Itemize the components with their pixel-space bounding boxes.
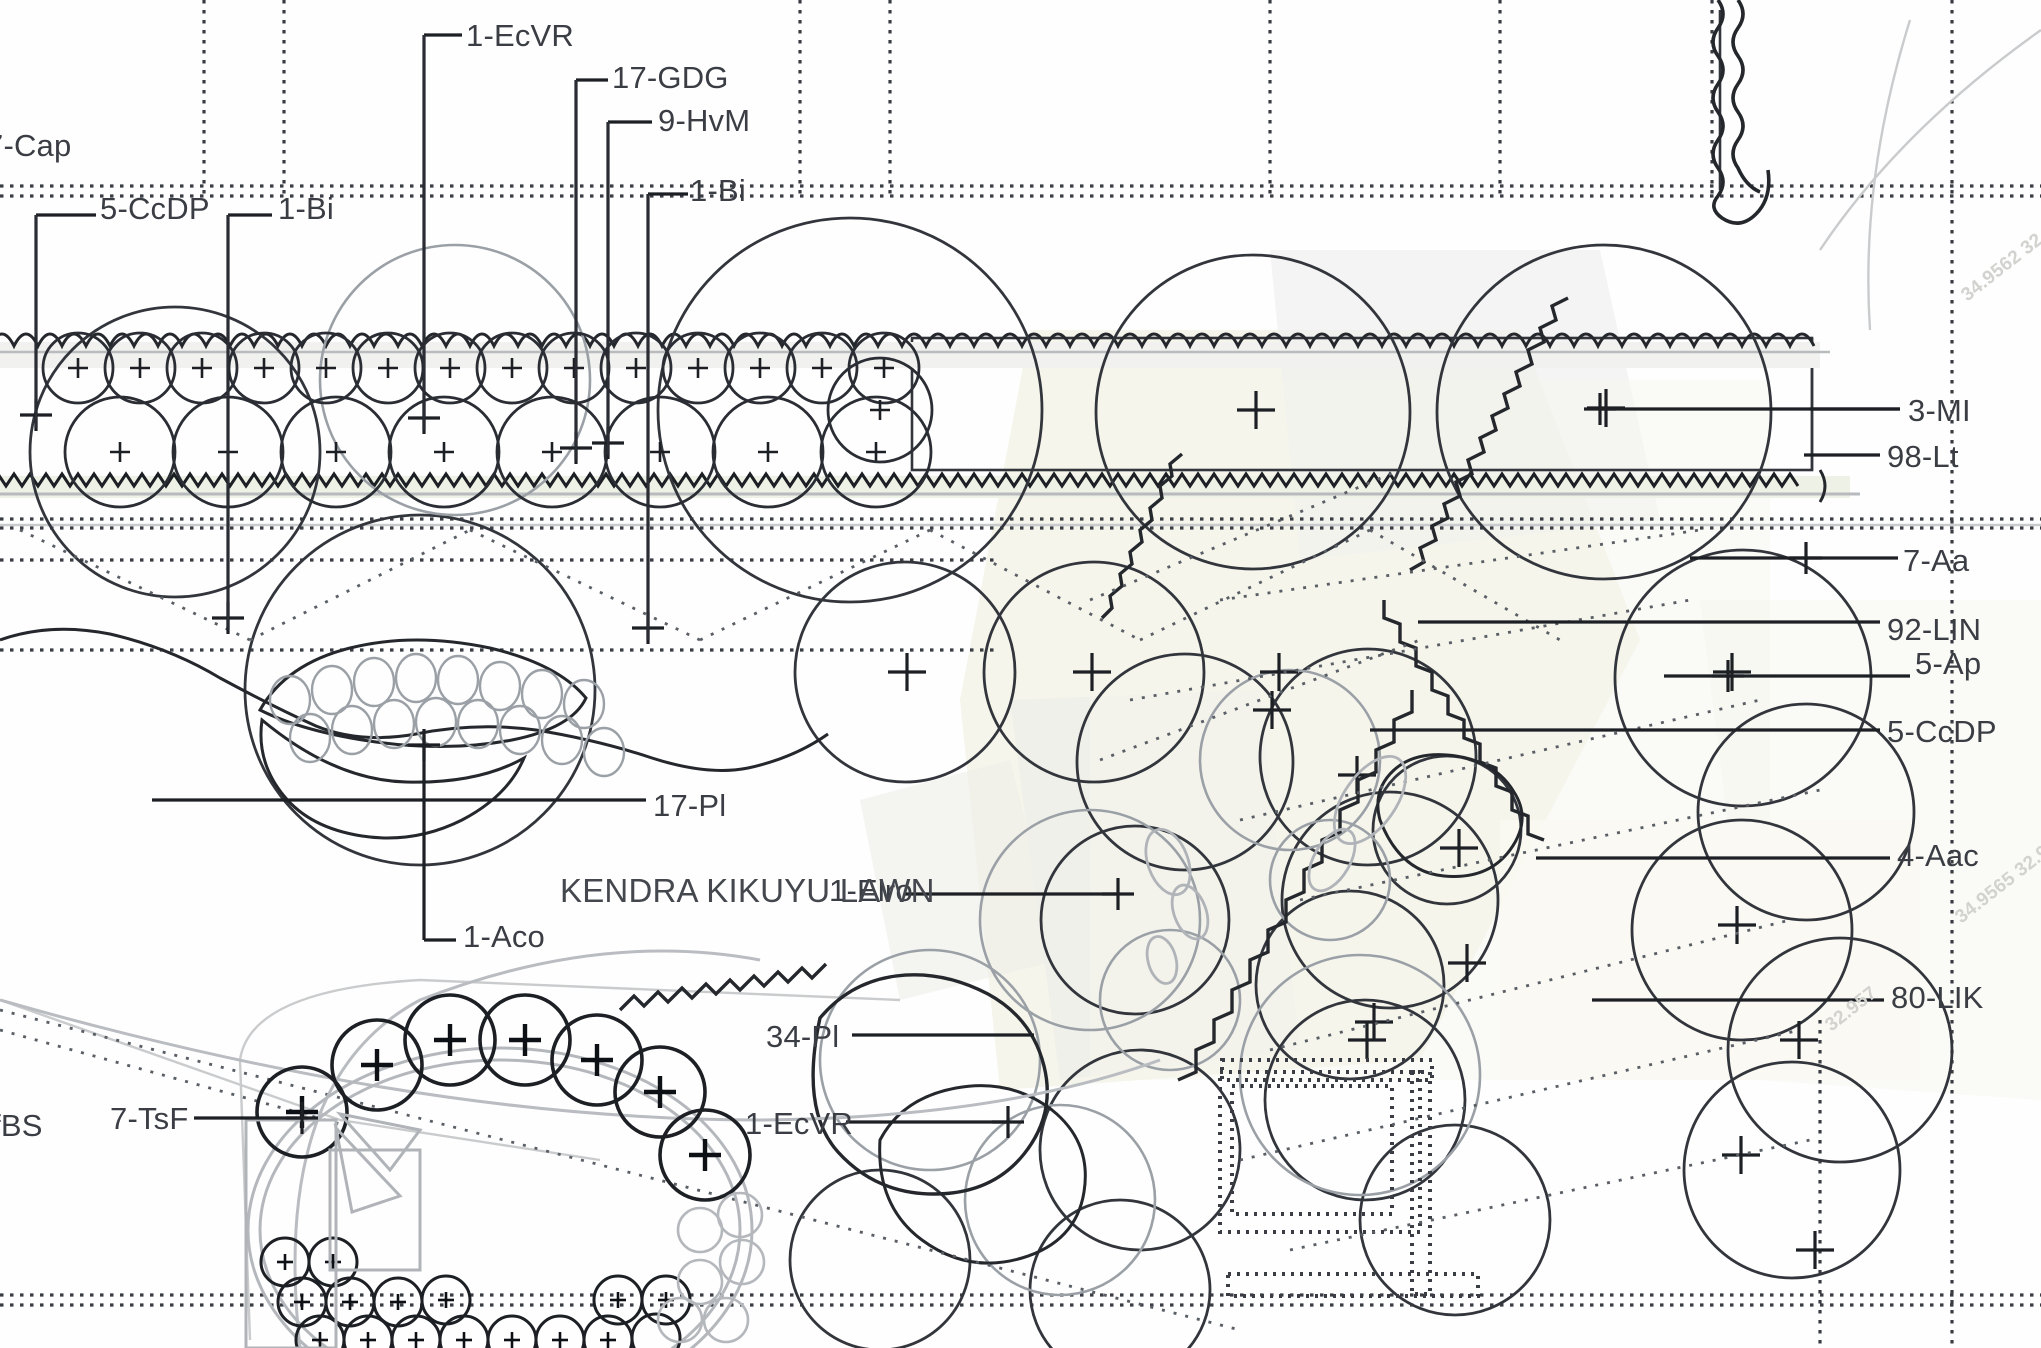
shrub-symbol-cluster-left <box>826 356 934 464</box>
plant-label-17-pl: 17-Pl <box>653 788 727 823</box>
plant-label-34-pl: 34-Pl <box>766 1019 840 1054</box>
plan-vertical-guides <box>34 35 650 640</box>
plant-label-98-lt: 98-Lt <box>1887 439 1959 474</box>
plant-label-7-cap: 7-Cap <box>0 128 72 163</box>
plant-label-9-hvm: 9-HvM <box>658 103 751 138</box>
plant-label-80-lik: 80-LIK <box>1891 980 1984 1015</box>
plant-label-7-tsf: 7-TsF <box>110 1101 189 1136</box>
plant-label-fbs: fBS <box>0 1108 43 1143</box>
plant-label-4-aac: 4-Aac <box>1897 838 1979 873</box>
planting-bed-outlines <box>0 627 1524 1265</box>
plant-label-3-ml: 3-MI <box>1908 393 1971 428</box>
plant-label-1-elro: 1-Elro <box>829 873 913 908</box>
hedge-plant-symbol-row-lower <box>63 395 933 509</box>
plant-label-7-aa: 7-Aa <box>1903 543 1970 578</box>
plant-label-92-lin: 92-LIN <box>1887 612 1982 647</box>
property-dotted-lines <box>0 184 2041 1307</box>
plant-label-1-bi-center: 1-Bi <box>690 173 746 208</box>
stepped-bed-edges <box>618 296 1569 1196</box>
paving-dotted-regions <box>1218 1058 1480 1298</box>
plant-label-1-bi-left: 1-Bi <box>278 191 334 226</box>
feature-boulders <box>1144 755 1408 985</box>
plant-label-5-ap: 5-Ap <box>1915 646 1982 681</box>
tree-canopy-circles-light <box>318 243 1482 1297</box>
survey-ray-lines <box>0 468 1821 1332</box>
plant-label-5-ccdp: 5-CcDP <box>100 191 210 226</box>
plant-label-1-aco: 1-Aco <box>463 919 545 954</box>
retaining-wall-edge <box>1711 0 1771 225</box>
groundcover-cluster-lower-left <box>259 1191 766 1348</box>
plant-label-5-ccdp-right: 5-CcDP <box>1887 714 1997 749</box>
groundcover-symbols-bed <box>268 652 626 778</box>
path-centerline <box>0 949 1161 1348</box>
lawn-ring-outline <box>246 1046 754 1348</box>
property-vertical-dotted-lines <box>202 0 1954 1348</box>
structure-footprint <box>244 1111 423 1348</box>
plant-label-1-ecvr-bottom: 1-EcVR <box>745 1106 854 1141</box>
plant-label-17-gdg: 17-GDG <box>612 60 729 95</box>
lawn-area-label: KENDRA KIKUYU LAWN <box>560 872 935 909</box>
plant-label-1-ecvr-top: 1-EcVR <box>466 18 575 53</box>
